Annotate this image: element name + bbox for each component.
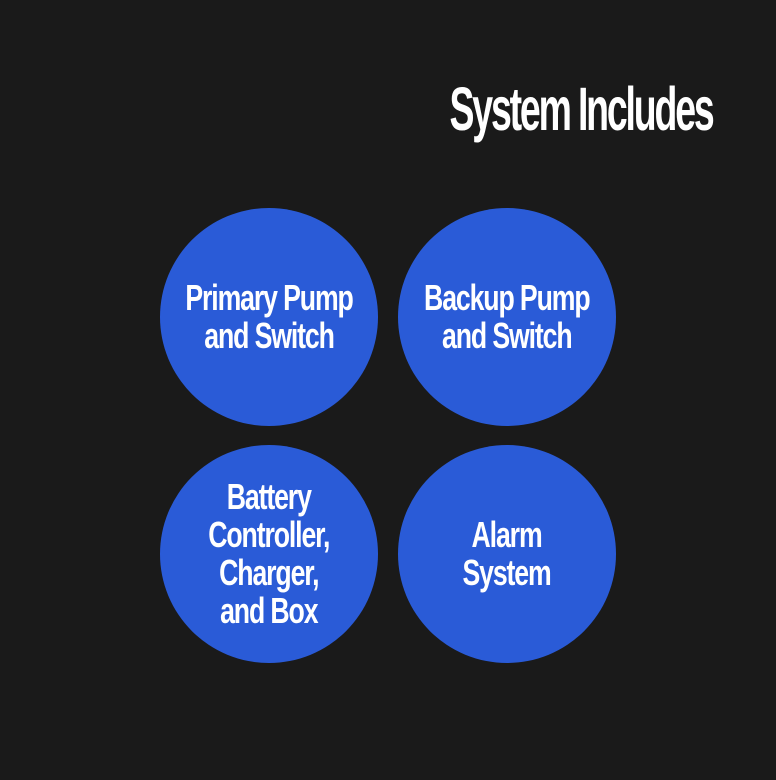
item-label-line: Charger, xyxy=(219,552,319,593)
item-label: Backup Pump and Switch xyxy=(424,277,591,356)
item-circle-battery-controller: Battery Controller, Charger, and Box xyxy=(160,445,378,663)
item-label-line: and Switch xyxy=(204,315,335,356)
item-label-line: Alarm xyxy=(472,514,543,555)
page-title: System Includes xyxy=(449,75,714,145)
item-circle-alarm-system: Alarm System xyxy=(398,445,616,663)
item-label: Battery Controller, Charger, and Box xyxy=(208,476,330,631)
item-label-line: Backup Pump xyxy=(424,277,591,318)
item-label-line: System xyxy=(462,552,552,593)
item-label-line: and Box xyxy=(220,590,318,631)
item-circle-backup-pump: Backup Pump and Switch xyxy=(398,208,616,426)
item-label: Alarm System xyxy=(462,514,552,593)
item-label-line: and Switch xyxy=(442,315,573,356)
item-circle-primary-pump: Primary Pump and Switch xyxy=(160,208,378,426)
item-label-line: Controller, xyxy=(208,514,330,555)
item-label-line: Primary Pump xyxy=(185,277,353,318)
item-label: Primary Pump and Switch xyxy=(185,277,353,356)
item-label-line: Battery xyxy=(226,476,312,517)
